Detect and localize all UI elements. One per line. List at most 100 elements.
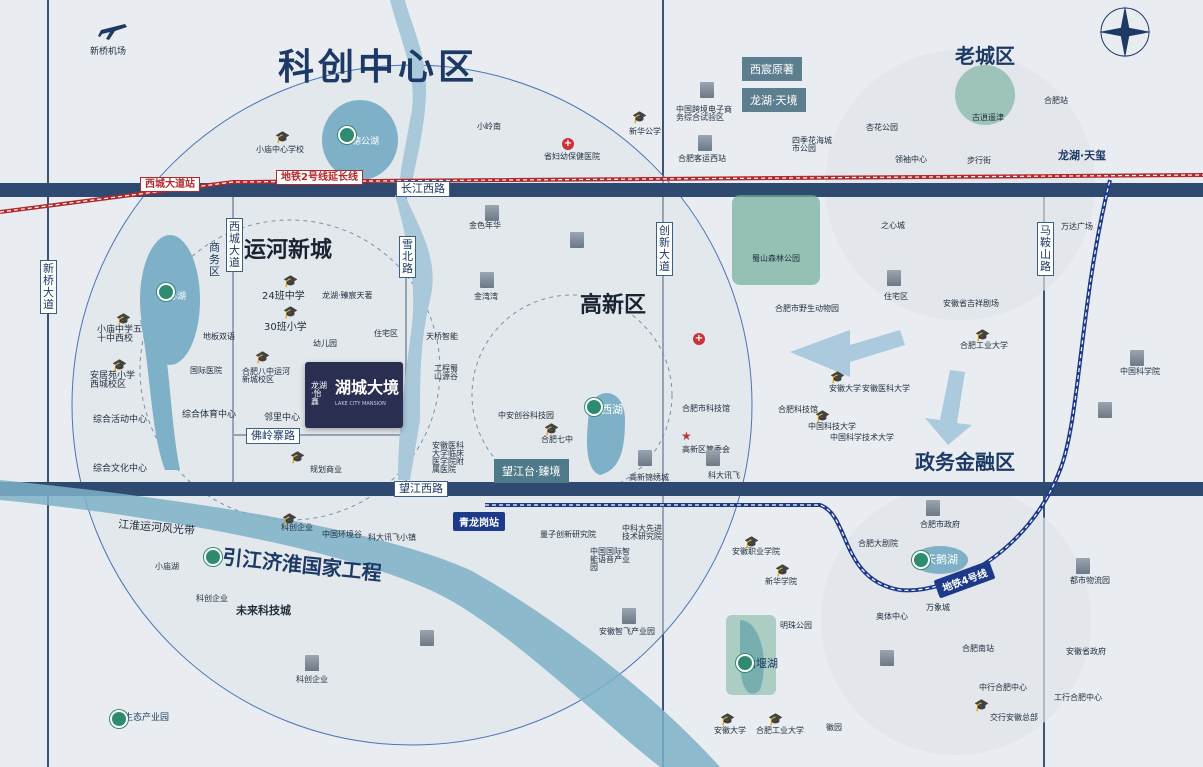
hospital-icon: + (562, 138, 574, 150)
park-pin-icon (204, 548, 222, 566)
poi-label: 科创企业 (296, 675, 328, 684)
poi-label: 综合活动中心 (93, 415, 148, 425)
district-title-gaoxin: 高新区 (580, 293, 647, 318)
park-pin-icon (736, 654, 754, 672)
poi-label: 合肥站 (1044, 96, 1068, 105)
road-chuangxin: 创新大道 (656, 222, 673, 276)
road-xicheng: 西城大道 (226, 218, 243, 272)
poi-label: 30班小学 (264, 322, 307, 333)
poi-label: 住宅区 (884, 292, 908, 301)
poi-label: 明珠公园 (780, 621, 812, 630)
poi-label: 中国国际智能语音产业园 (590, 547, 630, 572)
poi-label: 之心城 (881, 221, 905, 230)
poi-label: 合肥南站 (962, 644, 994, 653)
school-cap-icon: 🎓 (720, 712, 735, 726)
lake-quxi: 勤西湖 (590, 403, 623, 416)
poi-label: 奥体中心 (876, 612, 908, 621)
district-title-kechuang: 科创中心区 (278, 47, 479, 88)
poi-label: 规划商业 (310, 465, 342, 474)
poi-label: 天桥智能 (426, 332, 458, 341)
building-icon (887, 270, 901, 286)
poi-label: 安徽省吉祥剧场 (943, 299, 999, 308)
airplane-icon (98, 24, 127, 40)
park-pin-icon (157, 283, 175, 301)
poi-label: 幼儿园 (313, 339, 337, 348)
poi-label: 邻里中心 (264, 413, 301, 423)
poi-label: 合肥大剧院 (858, 539, 898, 548)
poi-label: 生态产业园 (124, 713, 170, 723)
poi-label: 新华学院 (765, 577, 797, 586)
road-changjiang: 长江西路 (396, 181, 450, 198)
poi-label: 四季花海城市公园 (792, 136, 832, 153)
school-cap-icon: 🎓 (255, 350, 270, 364)
building-icon (700, 82, 714, 98)
school-cap-icon: 🎓 (283, 274, 298, 288)
metro-station-qinglong[interactable]: 青龙岗站 (453, 512, 505, 531)
project-subtitle: LAKE CITY MANSION (335, 401, 386, 407)
poi-label: 龙湖·臻宸天著 (322, 291, 373, 300)
school-cap-icon: 🎓 (544, 422, 559, 436)
project-marker[interactable]: 龙湖·怡鑫 湖城大境 LAKE CITY MANSION (305, 362, 403, 428)
poi-label: 小岭南 (477, 122, 501, 131)
building-icon (1130, 350, 1144, 366)
poi-label: 中国跨境电子商务综合试验区 (676, 105, 732, 122)
lake-baiyan: 柏堰湖 (745, 657, 778, 670)
star-icon: ★ (681, 429, 692, 443)
road-xuebei: 雪北路 (399, 236, 416, 278)
tag-tianjing: 龙湖·天境 (742, 88, 806, 112)
poi-label: 金湾湾 (474, 292, 498, 301)
project-name: 湖城大境 (335, 378, 400, 397)
poi-label: 综合体育中心 (182, 410, 237, 420)
metro-station-xicheng[interactable]: 西城大道站 (140, 177, 200, 192)
poi-label: 量子创新研究院 (540, 530, 596, 539)
building-icon (698, 135, 712, 151)
poi-label: 科创企业 (281, 523, 313, 532)
poi-label: 合肥科技馆 (778, 405, 818, 414)
lake-tiane: 天鹅湖 (925, 553, 958, 566)
poi-label: 古逍遥津 (972, 113, 1004, 122)
road-shangwu: 商务区 (209, 241, 220, 278)
poi-label: 安徽省政府 (1066, 647, 1106, 656)
school-cap-icon: 🎓 (830, 370, 845, 384)
poi-label: 步行街 (967, 156, 991, 165)
poi-label: 高新锦绣城 (629, 473, 669, 482)
park-pin-icon (912, 551, 930, 569)
poi-label: 安徽大学 (829, 384, 861, 393)
school-cap-icon: 🎓 (975, 328, 990, 342)
park-pin-icon (338, 126, 356, 144)
poi-label: 杏花公园 (866, 123, 898, 132)
building-icon (880, 650, 894, 666)
poi-label: 国际医院 (190, 366, 222, 375)
poi-label: 领袖中心 (895, 155, 927, 164)
school-cap-icon: 🎓 (775, 563, 790, 577)
poi-label: 蜀山森林公园 (752, 254, 800, 263)
lake-xinhu: 心湖 (168, 292, 187, 302)
poi-label: 合肥七中 (541, 435, 573, 444)
poi-label: 新华公学 (629, 127, 661, 136)
poi-label: 地板双语 (203, 332, 235, 341)
poi-label: 安徽大学 (714, 726, 746, 735)
district-title-yunhe: 运河新城 (244, 238, 333, 263)
building-icon (706, 450, 720, 466)
poi-label: 省妇幼保健医院 (544, 152, 600, 161)
poi-label: 住宅区 (374, 329, 398, 338)
school-cap-icon: 🎓 (290, 450, 305, 464)
poi-label: 小庙中心学校 (256, 145, 304, 154)
poi-label: 安徽职业学院 (732, 547, 780, 556)
poi-label: 工程蜀山源谷 (434, 364, 458, 381)
project-brand: 龙湖·怡鑫 (311, 381, 327, 406)
school-cap-icon: 🎓 (744, 535, 759, 549)
poi-label: 合肥市政府 (920, 520, 960, 529)
building-icon (305, 655, 319, 671)
school-cap-icon: 🎓 (283, 305, 298, 319)
park-pin-icon (110, 710, 128, 728)
poi-label: 科创企业 (196, 594, 228, 603)
district-title-zhengwu: 政务金融区 (915, 450, 1015, 474)
poi-label: 合肥八中运河新城校区 (242, 367, 290, 384)
building-icon (570, 232, 584, 248)
building-icon (1076, 558, 1090, 574)
poi-label: 科大讯飞 (708, 471, 740, 480)
poi-label: 合肥市野生动物园 (775, 304, 839, 313)
hospital-icon: + (693, 333, 705, 345)
